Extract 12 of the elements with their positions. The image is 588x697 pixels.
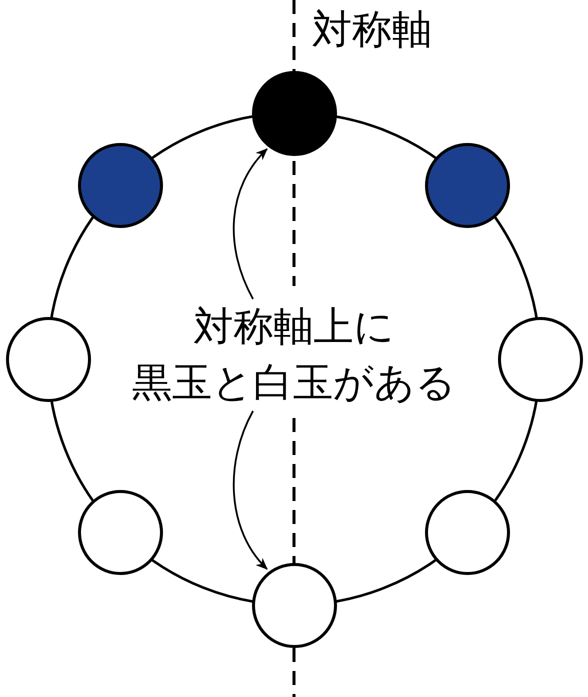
ball: [252, 562, 336, 648]
note-text: 対称軸上に黒玉と白玉がある: [130, 299, 458, 411]
ball: [425, 490, 510, 576]
curved-arrow: [232, 148, 268, 300]
ball: [498, 316, 582, 402]
ball: [425, 142, 510, 228]
ball: [78, 142, 163, 228]
ball: [6, 316, 90, 402]
ball: [78, 490, 163, 576]
curved-arrow: [232, 410, 268, 570]
axis-label: 対称軸: [312, 8, 432, 52]
ball: [252, 70, 336, 156]
